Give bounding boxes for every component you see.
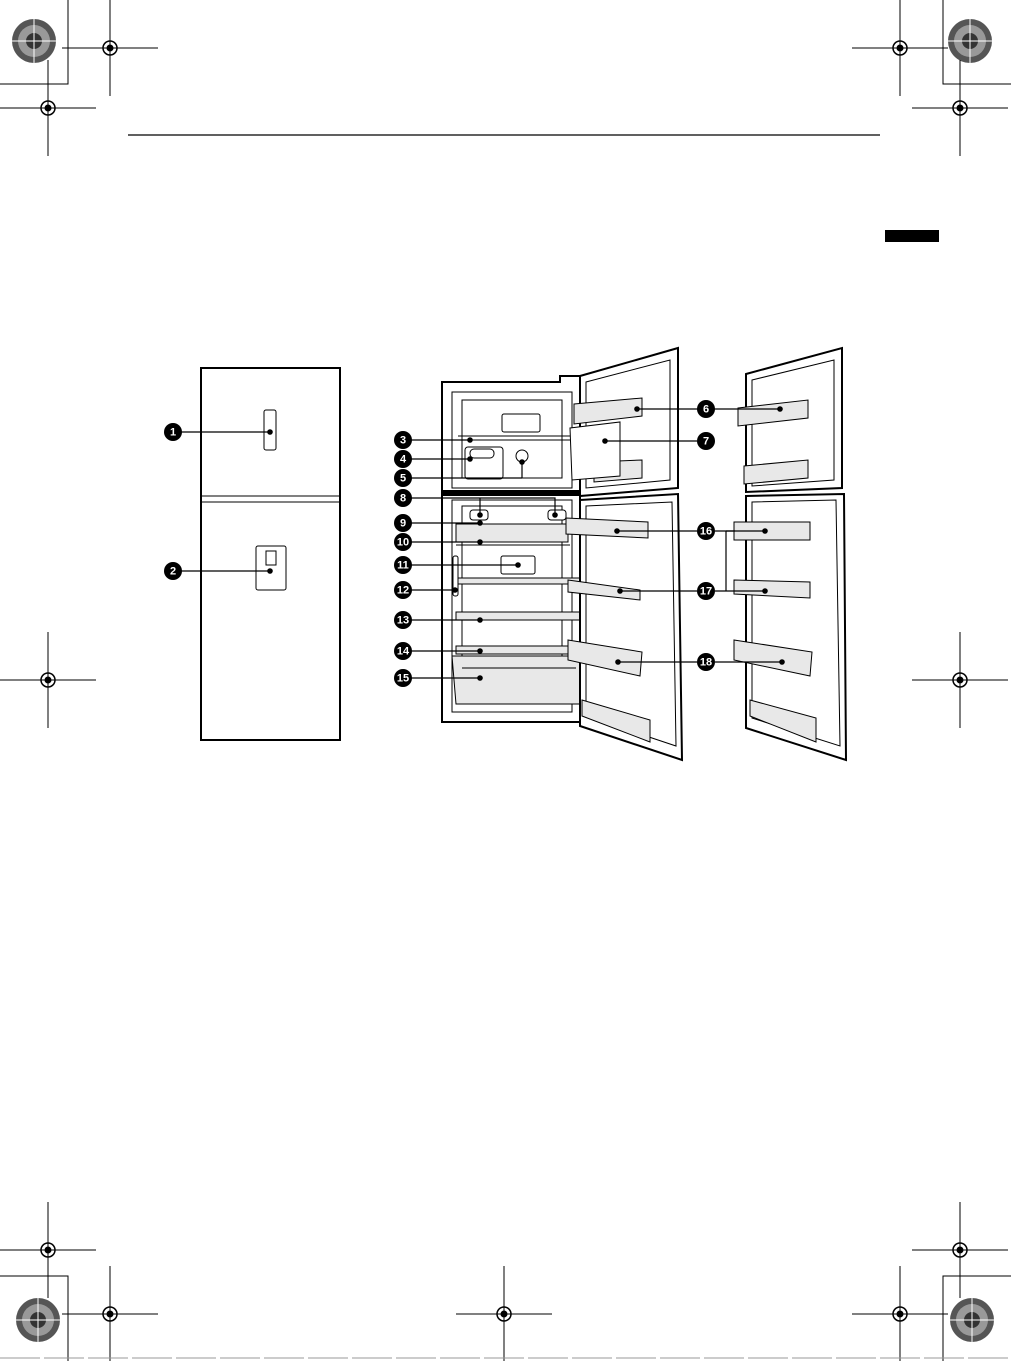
callout-18: 18	[697, 653, 715, 671]
registration-disc-bottom-right	[950, 1298, 994, 1342]
leader-end-dot	[614, 528, 620, 534]
callout-number: 6	[703, 404, 709, 416]
shelf-1	[456, 578, 586, 584]
leader-end-dot	[602, 438, 608, 444]
callout-number: 18	[700, 657, 712, 669]
callout-number: 14	[397, 646, 410, 658]
crosshair-target	[456, 1266, 552, 1361]
open-door	[566, 348, 682, 760]
leader-end-dot	[477, 539, 483, 545]
crosshair-target	[912, 60, 1008, 156]
callout-number: 8	[400, 493, 406, 505]
leader-end-dot	[617, 588, 623, 594]
leader-end-dot	[552, 512, 558, 518]
crosshair-target	[852, 0, 948, 96]
leader-end-dot	[634, 406, 640, 412]
door-inner-view	[734, 348, 846, 760]
callout-number: 9	[400, 518, 406, 530]
vegetable-cover	[456, 646, 586, 654]
callout-5: 5	[394, 469, 412, 487]
air-vent-cover	[456, 524, 568, 542]
leader-end-dot	[267, 429, 273, 435]
shelf-2	[456, 612, 586, 620]
crosshair-target	[62, 0, 158, 96]
callout-number: 3	[400, 435, 406, 447]
callout-13: 13	[394, 611, 412, 629]
leader-end-dot	[519, 459, 525, 465]
callout-number: 4	[400, 454, 407, 466]
callout-number: 10	[397, 537, 409, 549]
leader-end-dot	[777, 406, 783, 412]
registration-disc-bottom-left	[16, 1298, 60, 1342]
callout-number: 15	[397, 673, 409, 685]
door-basket-1	[566, 518, 648, 538]
callout-15: 15	[394, 669, 412, 687]
callout-number: 11	[397, 560, 409, 572]
crosshair-target	[0, 1202, 96, 1298]
leader-end-dot	[477, 520, 483, 526]
callout-1: 1	[164, 423, 182, 441]
callout-9: 9	[394, 514, 412, 532]
leader-end-dot	[452, 587, 458, 593]
callout-6: 6	[697, 400, 715, 418]
callout-number: 12	[397, 585, 409, 597]
crosshair-target	[0, 60, 96, 156]
callout-number: 17	[700, 586, 712, 598]
crosshair-target	[0, 632, 96, 728]
leader-end-dot	[267, 568, 273, 574]
language-tab	[885, 230, 939, 242]
water-dispenser	[256, 546, 286, 590]
callout-number: 16	[700, 526, 712, 538]
callout-2: 2	[164, 562, 182, 580]
leader-end-dot	[515, 562, 521, 568]
callout-3: 3	[394, 431, 412, 449]
leader-end-dot	[762, 528, 768, 534]
leader-end-dot	[477, 512, 483, 518]
callout-7: 7	[697, 432, 715, 450]
callout-4: 4	[394, 450, 412, 468]
callout-number: 7	[703, 436, 709, 448]
crosshair-target	[912, 632, 1008, 728]
leader-end-dot	[467, 437, 473, 443]
registration-disc-top-right	[948, 19, 992, 63]
callout-number: 13	[397, 615, 409, 627]
callout-11: 11	[394, 556, 412, 574]
callout-number: 2	[170, 566, 176, 578]
leader-end-dot	[762, 588, 768, 594]
ice-tray	[465, 447, 503, 479]
ice-bucket	[570, 422, 620, 480]
crosshair-target	[62, 1266, 158, 1361]
callout-10: 10	[394, 533, 412, 551]
registration-disc-top-left	[12, 19, 56, 63]
fridge-front-view	[201, 368, 340, 740]
leader-end-dot	[477, 675, 483, 681]
crosshair-target	[852, 1266, 948, 1361]
callout-12: 12	[394, 581, 412, 599]
crosshair-target	[912, 1202, 1008, 1298]
leader-end-dot	[467, 456, 473, 462]
vegetable-drawer	[452, 656, 584, 704]
fridge-open-view	[442, 376, 586, 722]
leader-end-dot	[477, 648, 483, 654]
callout-14: 14	[394, 642, 412, 660]
callout-17: 17	[697, 582, 715, 600]
leader-end-dot	[779, 659, 785, 665]
leader-end-dot	[615, 659, 621, 665]
leader-end-dot	[477, 617, 483, 623]
callout-16: 16	[697, 522, 715, 540]
callout-8: 8	[394, 489, 412, 507]
callout-number: 1	[170, 427, 176, 439]
callout-number: 5	[400, 473, 406, 485]
